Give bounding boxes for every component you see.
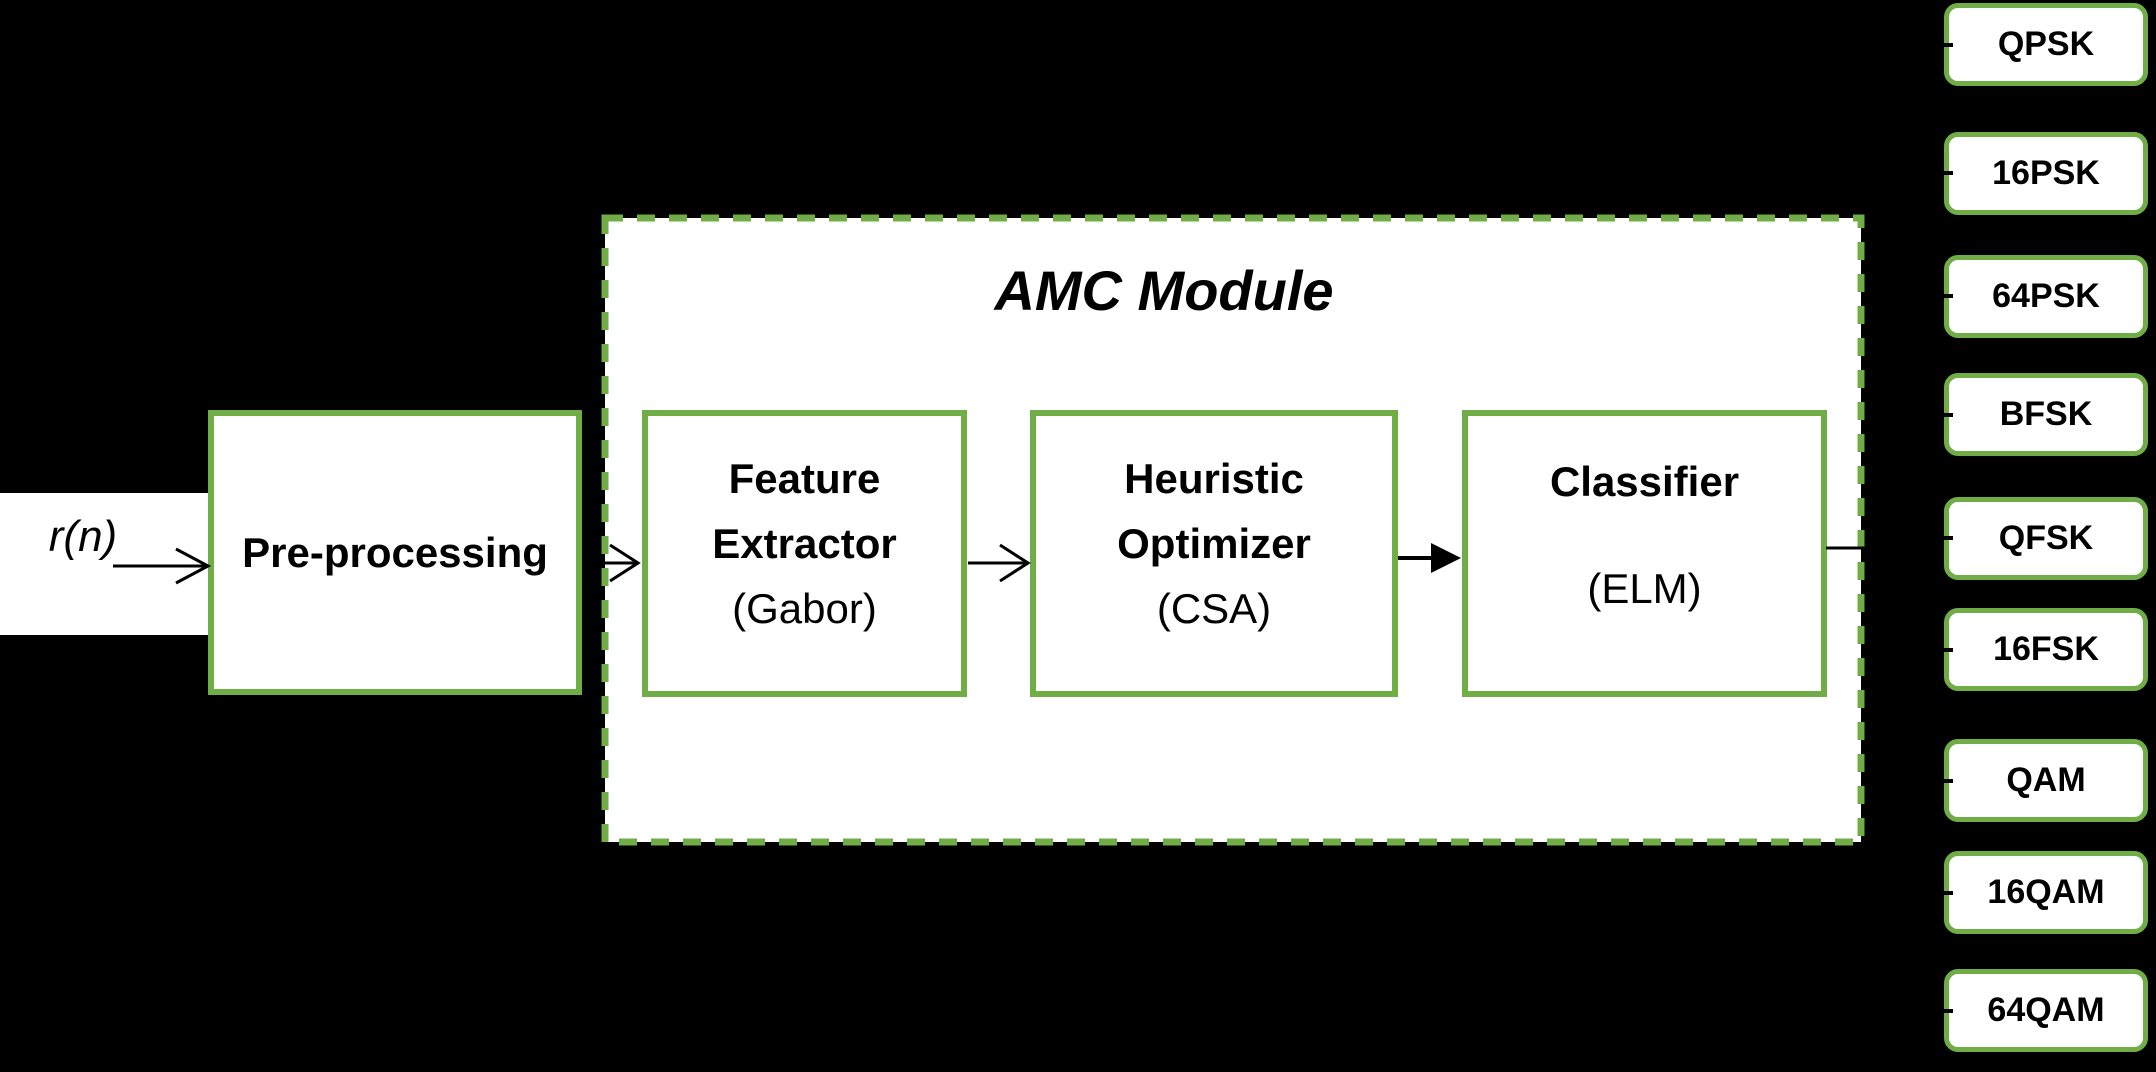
output-box-16psk: 16PSK xyxy=(1944,132,2148,215)
feature-extractor-box: Feature Extractor (Gabor) xyxy=(642,410,967,697)
output-box-64qam: 64QAM xyxy=(1944,969,2148,1052)
heuristic-optimizer-label-line1: Heuristic xyxy=(1124,455,1304,502)
arrow-optimizer-to-classifier xyxy=(1398,543,1461,573)
arrow-input-to-preprocessing xyxy=(113,547,212,585)
arrow-preprocessing-to-feature xyxy=(583,543,641,583)
output-box-16qam: 16QAM xyxy=(1944,851,2148,934)
output-branch-lines xyxy=(1908,43,1953,1013)
classifier-box: Classifier (ELM) xyxy=(1462,410,1827,697)
input-signal-strip xyxy=(0,493,208,635)
preprocessing-label: Pre-processing xyxy=(242,529,548,576)
output-box-qam: QAM xyxy=(1944,739,2148,822)
feature-extractor-label-line1: Feature xyxy=(728,455,881,502)
feature-extractor-label-line2: Extractor xyxy=(712,520,897,567)
preprocessing-box: Pre-processing xyxy=(208,410,582,695)
input-signal-label: r(n) xyxy=(48,512,118,561)
output-box-64psk: 64PSK xyxy=(1944,255,2148,338)
output-box-qfsk: QFSK xyxy=(1944,497,2148,580)
classifier-label: Classifier xyxy=(1549,458,1740,505)
arrow-feature-to-optimizer xyxy=(968,543,1031,583)
feature-extractor-method: (Gabor) xyxy=(732,585,877,632)
classifier-method: (ELM) xyxy=(1587,565,1702,612)
amc-module-title: AMC Module xyxy=(994,259,1334,322)
heuristic-optimizer-method: (CSA) xyxy=(1156,585,1272,632)
output-box-16fsk: 16FSK xyxy=(1944,608,2148,691)
heuristic-optimizer-box: Heuristic Optimizer (CSA) xyxy=(1030,410,1398,697)
heuristic-optimizer-label-line2: Optimizer xyxy=(1117,520,1311,567)
output-box-bfsk: BFSK xyxy=(1944,373,2148,456)
